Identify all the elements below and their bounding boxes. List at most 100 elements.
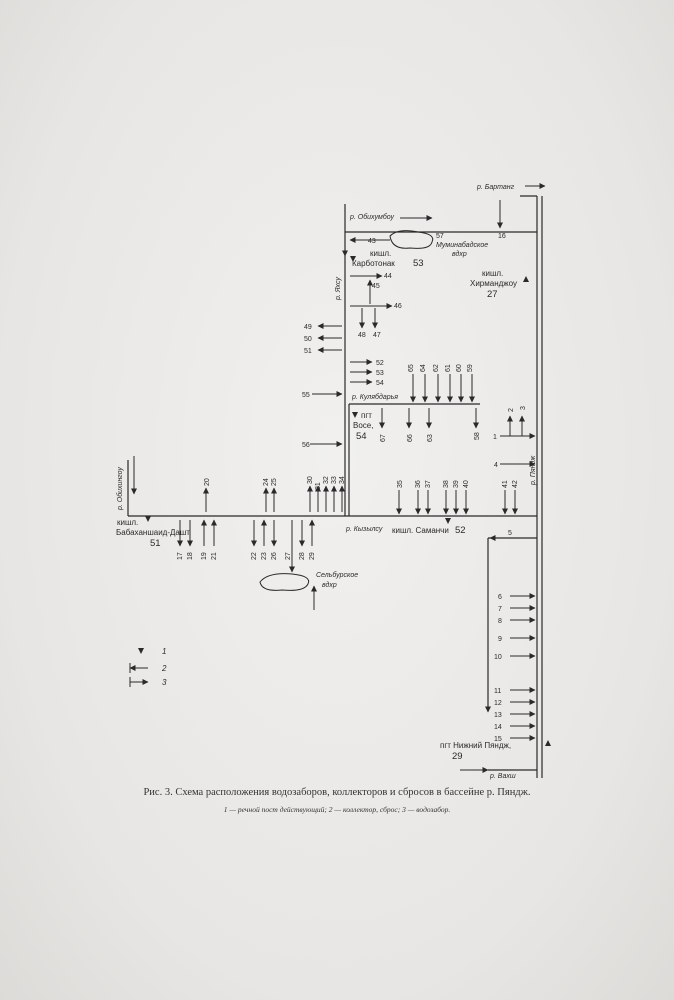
- svg-text:12: 12: [494, 700, 502, 707]
- svg-text:61: 61: [445, 364, 452, 372]
- svg-text:57: 57: [436, 233, 444, 240]
- svg-text:49: 49: [304, 324, 312, 331]
- station-vose-number: 54: [356, 431, 367, 442]
- station-marker-icon: [352, 412, 358, 418]
- svg-text:2: 2: [508, 408, 515, 412]
- svg-text:7: 7: [498, 606, 502, 613]
- station-babakhanshaid-name: Бабаханшаид-Дашт,: [116, 528, 191, 537]
- station-marker-icon: [350, 256, 356, 262]
- svg-text:40: 40: [463, 480, 470, 488]
- svg-text:26: 26: [271, 552, 278, 560]
- svg-text:29: 29: [309, 552, 316, 560]
- svg-text:37: 37: [425, 480, 432, 488]
- station-karbotonak-name: Карботонак: [352, 259, 395, 268]
- svg-text:28: 28: [299, 552, 306, 560]
- svg-text:22: 22: [251, 552, 258, 560]
- legend: 1 2 3: [129, 647, 167, 687]
- legend-item-1: 1: [162, 647, 166, 656]
- svg-text:5: 5: [508, 530, 512, 537]
- svg-text:67: 67: [380, 434, 387, 442]
- reservoir-label-muminabad: Муминабадское: [436, 241, 488, 249]
- svg-text:35: 35: [397, 480, 404, 488]
- svg-text:30: 30: [307, 476, 314, 484]
- svg-text:18: 18: [187, 552, 194, 560]
- river-label-panj: р. Пяндж: [529, 455, 537, 486]
- svg-text:41: 41: [502, 480, 509, 488]
- svg-text:23: 23: [261, 552, 268, 560]
- station-vose-name: Восе,: [353, 421, 373, 430]
- svg-text:1: 1: [493, 434, 497, 441]
- svg-text:56: 56: [302, 442, 310, 449]
- svg-text:21: 21: [211, 552, 218, 560]
- svg-text:25: 25: [271, 478, 278, 486]
- svg-text:34: 34: [339, 476, 346, 484]
- station-samanchi-name: кишл. Саманчи: [392, 526, 449, 535]
- svg-text:38: 38: [443, 480, 450, 488]
- svg-text:55: 55: [302, 392, 310, 399]
- station-marker-icon: [523, 276, 529, 282]
- station-nizhny-panj-number: 29: [452, 751, 463, 762]
- station-samanchi-number: 52: [455, 525, 466, 536]
- station-nizhny-panj-name: пгт Нижний Пяндж,: [440, 741, 511, 750]
- svg-text:13: 13: [494, 712, 502, 719]
- river-label-vakhsh: р. Вахш: [489, 773, 516, 780]
- legend-item-2: 2: [161, 664, 167, 673]
- selbur-reservoir: [259, 573, 310, 591]
- svg-text:53: 53: [376, 370, 384, 377]
- station-marker-icon: [445, 518, 451, 524]
- svg-text:45: 45: [372, 283, 380, 290]
- point-numbers: 16 57 43 44 45 46 48 47 49 50 51 52 53 5…: [177, 233, 527, 743]
- svg-text:43: 43: [368, 238, 376, 245]
- svg-text:36: 36: [415, 480, 422, 488]
- svg-text:64: 64: [420, 364, 427, 372]
- station-khirmandzhou-number: 27: [487, 289, 498, 300]
- reservoir-label-selbur: Сельбурское: [316, 571, 358, 579]
- station-vose-prefix: пгт: [361, 411, 372, 420]
- station-khirmandzhou-prefix: кишл.: [482, 269, 503, 278]
- svg-text:42: 42: [512, 480, 519, 488]
- svg-text:63: 63: [427, 434, 434, 442]
- station-marker-icon: [545, 740, 551, 746]
- station-marker-icon: [145, 516, 151, 522]
- svg-text:11: 11: [494, 688, 501, 695]
- svg-text:39: 39: [453, 480, 460, 488]
- svg-text:58: 58: [474, 432, 481, 440]
- flow-arrows: [131, 183, 546, 773]
- svg-text:44: 44: [384, 273, 392, 280]
- svg-text:66: 66: [407, 434, 414, 442]
- station-karbotonak-prefix: кишл.: [370, 249, 391, 258]
- svg-text:16: 16: [498, 233, 506, 240]
- svg-text:32: 32: [323, 476, 330, 484]
- station-babakhanshaid-prefix: кишл.: [117, 518, 138, 527]
- river-label-bartang: р. Бартанг: [476, 184, 515, 191]
- svg-text:14: 14: [494, 724, 502, 731]
- svg-text:46: 46: [394, 303, 402, 310]
- station-babakhanshaid-number: 51: [150, 538, 161, 549]
- svg-text:65: 65: [408, 364, 415, 372]
- legend-item-3: 3: [162, 678, 167, 687]
- figure-caption-legend: 1 — речной пост действующий; 2 — коллект…: [223, 805, 451, 814]
- svg-text:59: 59: [467, 364, 474, 372]
- svg-text:48: 48: [358, 332, 366, 339]
- reservoir-label-selbur-2: вдхр: [322, 581, 337, 589]
- svg-text:9: 9: [498, 636, 502, 643]
- figure-caption-title: Рис. 3. Схема расположения водозаборов, …: [143, 787, 531, 798]
- legend-station-marker-icon: [138, 648, 144, 654]
- station-karbotonak-number: 53: [413, 258, 424, 269]
- svg-text:10: 10: [494, 654, 502, 661]
- river-label-kulyabdarya: р. Кулябдарья: [351, 393, 398, 401]
- station-markers: [145, 256, 551, 746]
- svg-text:60: 60: [456, 364, 463, 372]
- svg-text:52: 52: [376, 360, 384, 367]
- river-label-kyzylsu: р. Кызылсу: [345, 526, 383, 533]
- svg-text:6: 6: [498, 594, 502, 601]
- svg-text:15: 15: [494, 736, 502, 743]
- river-label-obikhumbou: р. Обихумбоу: [349, 213, 394, 221]
- river-label-obikhingou: р. Обихингоу: [116, 467, 124, 511]
- svg-text:3: 3: [520, 406, 527, 410]
- svg-text:19: 19: [201, 552, 208, 560]
- svg-text:4: 4: [494, 462, 498, 469]
- muminabad-reservoir: [389, 230, 434, 249]
